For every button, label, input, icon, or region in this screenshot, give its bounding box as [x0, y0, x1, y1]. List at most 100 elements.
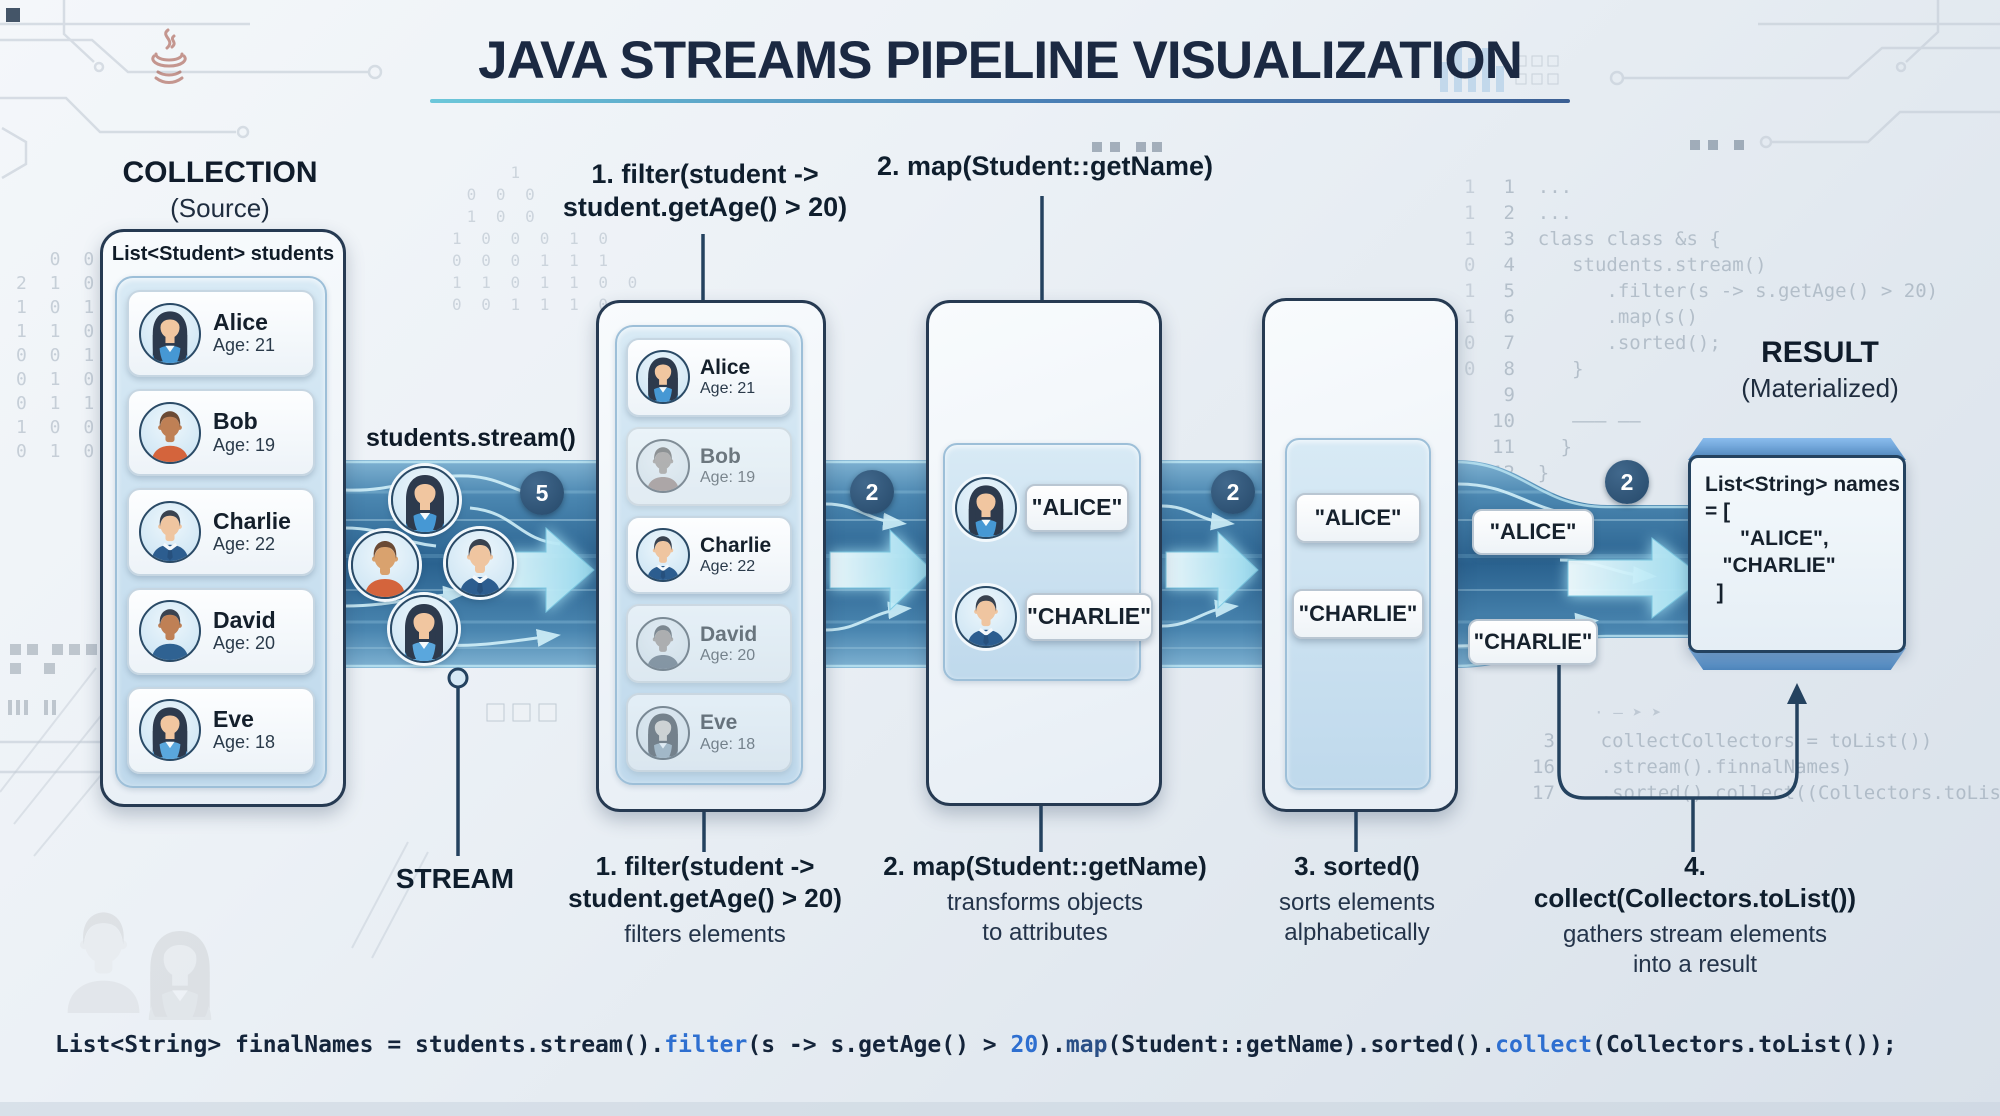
avatar-icon [955, 476, 1017, 539]
student-name: Bob [700, 445, 741, 469]
stream-avatar-icon [351, 531, 419, 599]
avatar-icon [636, 527, 690, 582]
student-card-pass: Charlie Age: 22 [626, 515, 792, 595]
student-age: Age: 21 [213, 335, 276, 356]
arrow-to-map [829, 528, 933, 612]
map-step-top-label: 2. map(Student::getName) [876, 151, 1214, 181]
student-card-filtered-out: David Age: 20 [626, 604, 792, 684]
student-name: Charlie [700, 533, 772, 557]
sorted-description-line1: sorts elements [1278, 889, 1436, 916]
arrow-to-sorted [1165, 530, 1259, 610]
mapped-value-pill: "CHARLIE" [1025, 592, 1154, 641]
student-age: Age: 19 [700, 469, 756, 487]
map-box: "ALICE" "CHARLIE" [926, 300, 1162, 806]
student-name: Bob [213, 408, 258, 435]
avatar-icon [636, 439, 690, 494]
filter-box: Alice Age: 21 Bob Age: 19 Charlie Age: 2… [596, 300, 826, 812]
count-badge-after-map: 2 [1211, 470, 1255, 514]
map-label: 2. map(Student::getName) [883, 851, 1207, 881]
filter-label-line1: 1. filter(student -> [595, 851, 815, 881]
student-card: Eve Age: 18 [127, 686, 315, 775]
avatar-icon [139, 600, 201, 663]
sorted-box: "ALICE" "CHARLIE" [1262, 298, 1458, 812]
collect-description-line2: into a result [1632, 951, 1758, 978]
result-body: List<String> names = [ "ALICE", "CHARLIE… [1688, 455, 1906, 653]
stream-avatar-icon [391, 466, 459, 534]
stream-avatar-icon [390, 595, 458, 663]
student-card: Charlie Age: 22 [127, 488, 315, 576]
result-subheading: (Materialized) [1741, 373, 1899, 403]
sorted-value-pill: "ALICE" [1295, 493, 1421, 543]
result-line: "CHARLIE" [1705, 554, 1836, 577]
bit-column-decoration: 1 1 1 0 1 1 0 0 [1464, 176, 1476, 380]
title-underline [430, 99, 1570, 103]
collection-heading-text: COLLECTION [122, 156, 318, 189]
student-name: Eve [213, 705, 254, 732]
result-line: List<String> names [1705, 473, 1900, 496]
result-line: = [ [1705, 500, 1731, 523]
filter-label-line1: 1. filter(student -> [591, 159, 819, 189]
result-box-top-edge [1688, 438, 1906, 460]
count-badge-after-sorted: 2 [1605, 460, 1649, 504]
sorted-description-line2: alphabetically [1284, 919, 1430, 946]
sorted-panel: "ALICE" "CHARLIE" [1285, 438, 1431, 790]
map-description-line1: transforms objects [946, 889, 1144, 916]
student-card: Alice Age: 21 [127, 290, 315, 378]
map-row: "ALICE" [955, 476, 1129, 539]
stream-avatar-icon [446, 529, 514, 597]
dash-arrow-decoration: · — ➤ ➤ [1594, 703, 1662, 722]
filter-step-top-label: 1. filter(student -> student.getAge() > … [540, 158, 870, 224]
filter-label-line2: student.getAge() > 20) [568, 883, 842, 913]
sorted-value-pill: "CHARLIE" [1292, 589, 1424, 639]
collect-step-bottom-label: 4. collect(Collectors.toList()) gathers … [1525, 850, 1865, 980]
collected-value-pill: "ALICE" [1472, 509, 1594, 555]
student-name: Charlie [213, 507, 291, 534]
result-heading-text: RESULT [1761, 336, 1879, 369]
sorted-label: 3. sorted() [1294, 851, 1420, 881]
student-name: Alice [700, 356, 751, 380]
collection-box: List<Student> students Alice Age: 21 Bob… [100, 229, 346, 807]
student-age: Age: 22 [213, 533, 276, 554]
collect-label: 4. collect(Collectors.toList()) [1533, 851, 1857, 913]
filter-label-line2: student.getAge() > 20) [562, 192, 848, 222]
avatar-icon [139, 302, 201, 365]
collected-value-pill: "CHARLIE" [1468, 619, 1598, 665]
result-line: "ALICE", [1705, 527, 1829, 550]
sorted-step-bottom-label: 3. sorted() sorts elements alphabeticall… [1252, 850, 1462, 948]
student-card: David Age: 20 [127, 587, 315, 675]
avatar-icon [139, 401, 201, 464]
binary-decoration-mid: 1 0 0 0 1 0 0 1 0 0 0 1 0 0 0 0 1 1 1 1 … [452, 163, 643, 314]
student-age: Age: 19 [213, 434, 276, 455]
collection-panel: Alice Age: 21 Bob Age: 19 Charlie Age: 2… [115, 276, 327, 788]
stream-node-dot [447, 667, 469, 689]
background-code-top-right: 1 ... 2 ... 3 class class &s { 4 student… [1492, 176, 1939, 484]
student-card: Bob Age: 19 [127, 389, 315, 477]
student-age: Age: 18 [700, 735, 756, 753]
student-card-pass: Alice Age: 21 [626, 338, 792, 417]
avatar-icon [636, 705, 690, 760]
avatar-icon [139, 501, 201, 563]
map-panel: "ALICE" "CHARLIE" [943, 443, 1154, 681]
count-badge-after-filter: 2 [850, 470, 894, 514]
mapped-value-pill: "ALICE" [1025, 483, 1129, 532]
student-name: David [213, 606, 276, 633]
student-name: David [700, 622, 758, 646]
map-step-bottom-label: 2. map(Student::getName) transforms obje… [855, 850, 1235, 948]
student-card-filtered-out: Bob Age: 19 [626, 426, 792, 506]
result-box: List<String> names = [ "ALICE", "CHARLIE… [1688, 438, 1906, 670]
sorted-description: sorts elements alphabetically [1252, 888, 1462, 948]
count-badge-source: 5 [520, 471, 564, 515]
result-line: ] [1705, 581, 1724, 604]
collection-heading: COLLECTION (Source) [95, 156, 345, 224]
page-title: JAVA STREAMS PIPELINE VISUALIZATION [478, 31, 1523, 90]
collection-subheading: (Source) [170, 193, 270, 223]
pipeline-code-line: List<String> finalNames = students.strea… [55, 1032, 1897, 1058]
student-age: Age: 20 [213, 633, 276, 654]
stream-source-call-label: students.stream() [366, 424, 576, 452]
filter-panel: Alice Age: 21 Bob Age: 19 Charlie Age: 2… [615, 325, 803, 785]
student-age: Age: 20 [700, 646, 756, 664]
avatar-icon [955, 585, 1017, 648]
arrow-up-to-result [1787, 683, 1807, 704]
student-age: Age: 22 [700, 557, 756, 575]
